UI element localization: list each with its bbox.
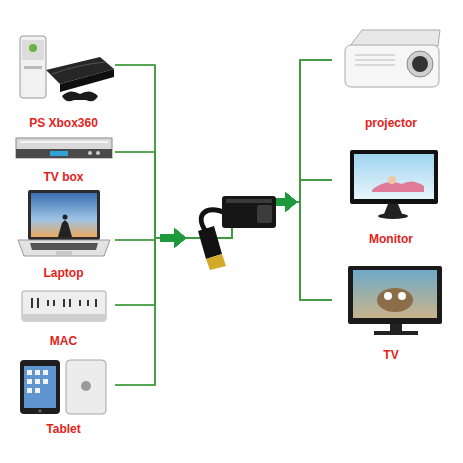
arrow-head <box>160 228 186 248</box>
arrow-head <box>160 228 186 248</box>
device-label: PS Xbox360 <box>27 116 100 130</box>
arrow-head <box>160 228 186 248</box>
arrow-head <box>160 228 186 248</box>
monitor-illustration <box>350 150 438 219</box>
arrow-head <box>160 228 186 248</box>
connector-line <box>115 202 332 385</box>
device-label: Laptop <box>42 266 86 280</box>
device-node: TV box <box>12 132 115 184</box>
laptop-illustration <box>18 190 110 256</box>
device-label: MAC <box>48 334 79 348</box>
arrow-head <box>160 228 186 248</box>
arrow-head <box>160 228 186 248</box>
connector <box>115 60 332 385</box>
device-node: MAC <box>12 288 115 348</box>
arrow-head <box>160 228 186 248</box>
arrow-head <box>160 228 186 248</box>
device-node: Monitor <box>332 148 450 246</box>
device-label: projector <box>363 116 419 130</box>
tablet-illustration <box>20 360 106 414</box>
device-node: TV <box>332 262 450 362</box>
device-node: PS Xbox360 <box>12 28 115 130</box>
device-label: TV <box>381 348 400 362</box>
device-node: Laptop <box>12 188 115 280</box>
projector-illustration <box>345 30 440 87</box>
tv-illustration <box>348 266 442 335</box>
arrow-head <box>160 228 186 248</box>
arrow-head <box>160 228 186 248</box>
connector-line <box>115 180 332 385</box>
connector <box>115 192 332 385</box>
connector-line <box>115 60 332 385</box>
arrow-head <box>160 228 186 248</box>
device-node: Tablet <box>12 356 115 436</box>
hdmi-vga-adapter <box>198 196 276 270</box>
arrow-head <box>160 228 186 248</box>
console-illustration <box>20 36 114 101</box>
tv-box-illustration <box>16 138 112 158</box>
device-label: Monitor <box>367 232 415 246</box>
device-label: TV box <box>41 170 85 184</box>
connector <box>115 180 332 385</box>
device-label: Tablet <box>44 422 82 436</box>
device-node: projector <box>332 25 450 130</box>
mac-illustration <box>22 291 106 321</box>
arrow-head <box>160 228 186 248</box>
arrow-head <box>160 228 186 248</box>
